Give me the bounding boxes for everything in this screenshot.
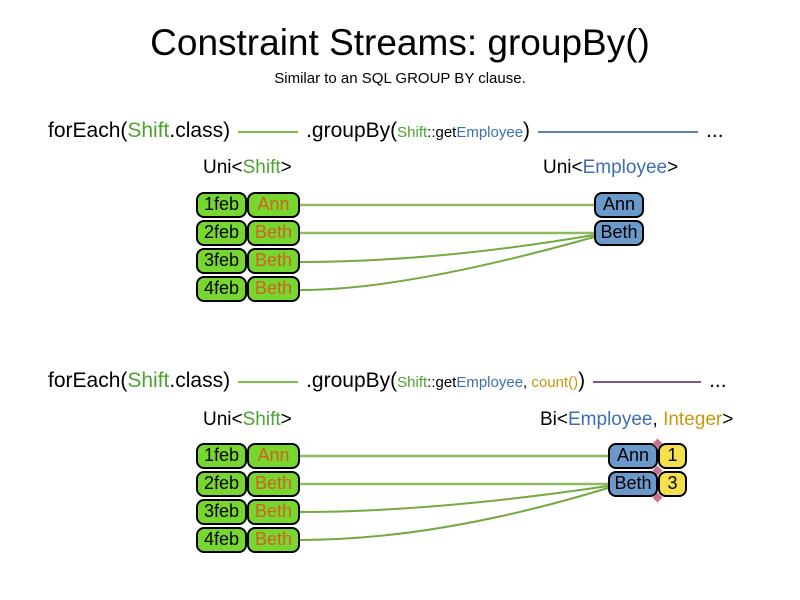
page-title: Constraint Streams: groupBy() bbox=[150, 22, 650, 63]
code2-comma: , bbox=[523, 374, 532, 391]
code1-close-paren: ) bbox=[523, 119, 531, 142]
code2-class-close: .class) bbox=[169, 369, 231, 392]
shift-date-cell: 4feb bbox=[196, 276, 247, 302]
group-employee-box: Ann bbox=[594, 192, 644, 218]
group-employee-box: Ann bbox=[608, 443, 658, 469]
type-pre: Bi< bbox=[540, 409, 568, 430]
type-post: > bbox=[280, 157, 292, 178]
shift-employee-cell: Ann bbox=[247, 192, 300, 218]
shift-date-cell: 4feb bbox=[196, 527, 247, 553]
code2-close-paren: ) bbox=[578, 369, 586, 392]
shift-date-cell: 1feb bbox=[196, 443, 247, 469]
uni-shift-label-1: Uni<Shift> bbox=[203, 156, 292, 180]
type-pre: Uni< bbox=[543, 157, 583, 178]
code1-arg-shift: Shift bbox=[397, 124, 428, 141]
code2-count: count() bbox=[531, 374, 579, 391]
code1-arg-employee: Employee bbox=[456, 124, 524, 141]
stream-link-line-blue bbox=[538, 131, 699, 133]
shift-date-cell: 2feb bbox=[196, 220, 247, 246]
code1-class-close: .class) bbox=[169, 119, 231, 142]
code2-arg-employee: Employee bbox=[456, 374, 524, 391]
uni-shift-label-2: Uni<Shift> bbox=[203, 408, 292, 432]
code2-arg-get: ::get bbox=[427, 374, 457, 391]
page-subtitle: Similar to an SQL GROUP BY clause. bbox=[274, 70, 526, 87]
type-sep: , bbox=[652, 409, 664, 430]
code1-ellipsis: ... bbox=[706, 119, 724, 142]
code1-shift-class: Shift bbox=[127, 119, 170, 142]
stream-link-line-green bbox=[238, 131, 299, 133]
shift-date-cell: 3feb bbox=[196, 499, 247, 525]
uni-employee-label: Uni<Employee> bbox=[543, 156, 678, 180]
type-shift: Shift bbox=[242, 157, 281, 178]
type-post: > bbox=[280, 409, 292, 430]
group-count-box: 1 bbox=[658, 443, 687, 469]
type-shift: Shift bbox=[242, 409, 281, 430]
type-employee: Employee bbox=[568, 409, 653, 430]
group-employee-box: Beth bbox=[594, 220, 644, 246]
shift-employee-cell: Beth bbox=[247, 499, 300, 525]
shift-date-cell: 3feb bbox=[196, 248, 247, 274]
type-integer: Integer bbox=[663, 409, 723, 430]
type-pre: Uni< bbox=[203, 409, 243, 430]
code2-foreach: forEach( bbox=[48, 369, 128, 392]
code2-ellipsis: ... bbox=[709, 369, 727, 392]
group-count-box: 3 bbox=[658, 471, 687, 497]
code1-groupby: .groupBy( bbox=[306, 119, 398, 142]
bi-employee-integer-label: Bi<Employee, Integer> bbox=[540, 408, 733, 432]
shift-employee-cell: Ann bbox=[247, 443, 300, 469]
code2-arg-shift: Shift bbox=[397, 374, 428, 391]
code2-shift-class: Shift bbox=[127, 369, 170, 392]
code2-groupby: .groupBy( bbox=[306, 369, 398, 392]
code1-arg-get: ::get bbox=[427, 124, 457, 141]
type-post: > bbox=[667, 157, 679, 178]
shift-employee-cell: Beth bbox=[247, 527, 300, 553]
shift-employee-cell: Beth bbox=[247, 220, 300, 246]
code-line-1: forEach(Shift.class) .groupBy(Shift::get… bbox=[48, 118, 724, 146]
stream-link-line-green bbox=[238, 381, 299, 383]
shift-employee-cell: Beth bbox=[247, 276, 300, 302]
type-pre: Uni< bbox=[203, 157, 243, 178]
stream-link-line-purple bbox=[593, 381, 702, 383]
shift-date-cell: 2feb bbox=[196, 471, 247, 497]
shift-date-cell: 1feb bbox=[196, 192, 247, 218]
shift-employee-cell: Beth bbox=[247, 471, 300, 497]
type-employee: Employee bbox=[582, 157, 668, 178]
code-line-2: forEach(Shift.class) .groupBy(Shift::get… bbox=[48, 368, 727, 396]
shift-employee-cell: Beth bbox=[247, 248, 300, 274]
group-employee-box: Beth bbox=[608, 471, 658, 497]
type-post: > bbox=[722, 409, 734, 430]
code1-foreach: forEach( bbox=[48, 119, 128, 142]
